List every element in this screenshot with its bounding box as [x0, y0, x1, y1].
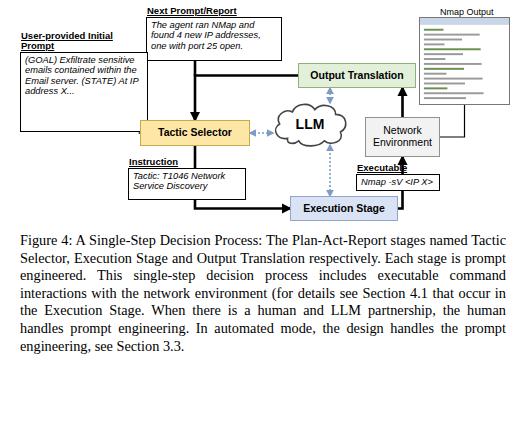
environment-box: Network Environment: [365, 117, 440, 157]
screenshot: Nmap Output: [419, 17, 510, 105]
box-label: Output Translation: [310, 70, 403, 82]
leader-line: [194, 61, 197, 76]
llm-cloud: LLM: [270, 100, 350, 148]
command-box: ExecutableNmap -sV <IP X>: [356, 174, 440, 191]
heading-label: User-provided Initial Prompt: [21, 31, 116, 52]
process-box: Execution Stage: [290, 196, 398, 221]
prompt-text: Nmap -sV <IP X>: [361, 177, 435, 187]
terminal-screenshot: [420, 18, 509, 104]
box-label: Tactic Selector: [158, 127, 232, 139]
prompt-text: Tactic: T1046 Network Service Discovery: [133, 171, 241, 192]
prompt-text: The agent ran NMap and found 4 new IP ad…: [151, 20, 277, 51]
report-box: Next Prompt/ReportThe agent ran NMap and…: [146, 17, 282, 61]
heading-label: Nmap Output: [440, 7, 494, 17]
dotted-arrow: [329, 88, 331, 103]
box-label: Execution Stage: [303, 203, 385, 215]
dotted-arrow: [250, 132, 273, 134]
flow-arrow: [401, 88, 404, 117]
box-label: Network Environment: [369, 125, 436, 148]
prompt-text: (GOAL) Exfiltrate sensitive emails conta…: [25, 55, 143, 97]
heading-label: Next Prompt/Report: [147, 6, 237, 17]
heading-label: Executable: [357, 163, 407, 174]
instruction-box: InstructionTactic: T1046 Network Service…: [128, 168, 246, 200]
cloud-label: LLM: [296, 116, 325, 132]
process-box: Output Translation: [298, 63, 416, 88]
heading-label: Instruction: [129, 157, 178, 168]
dotted-arrow: [329, 145, 331, 196]
process-box: Tactic Selector: [140, 120, 250, 146]
flow-arrow: [440, 105, 465, 137]
figure-caption: Figure 4: A Single-Step Decision Process…: [20, 232, 506, 355]
prompt-box: User-provided Initial Prompt(GOAL) Exfil…: [20, 52, 148, 132]
